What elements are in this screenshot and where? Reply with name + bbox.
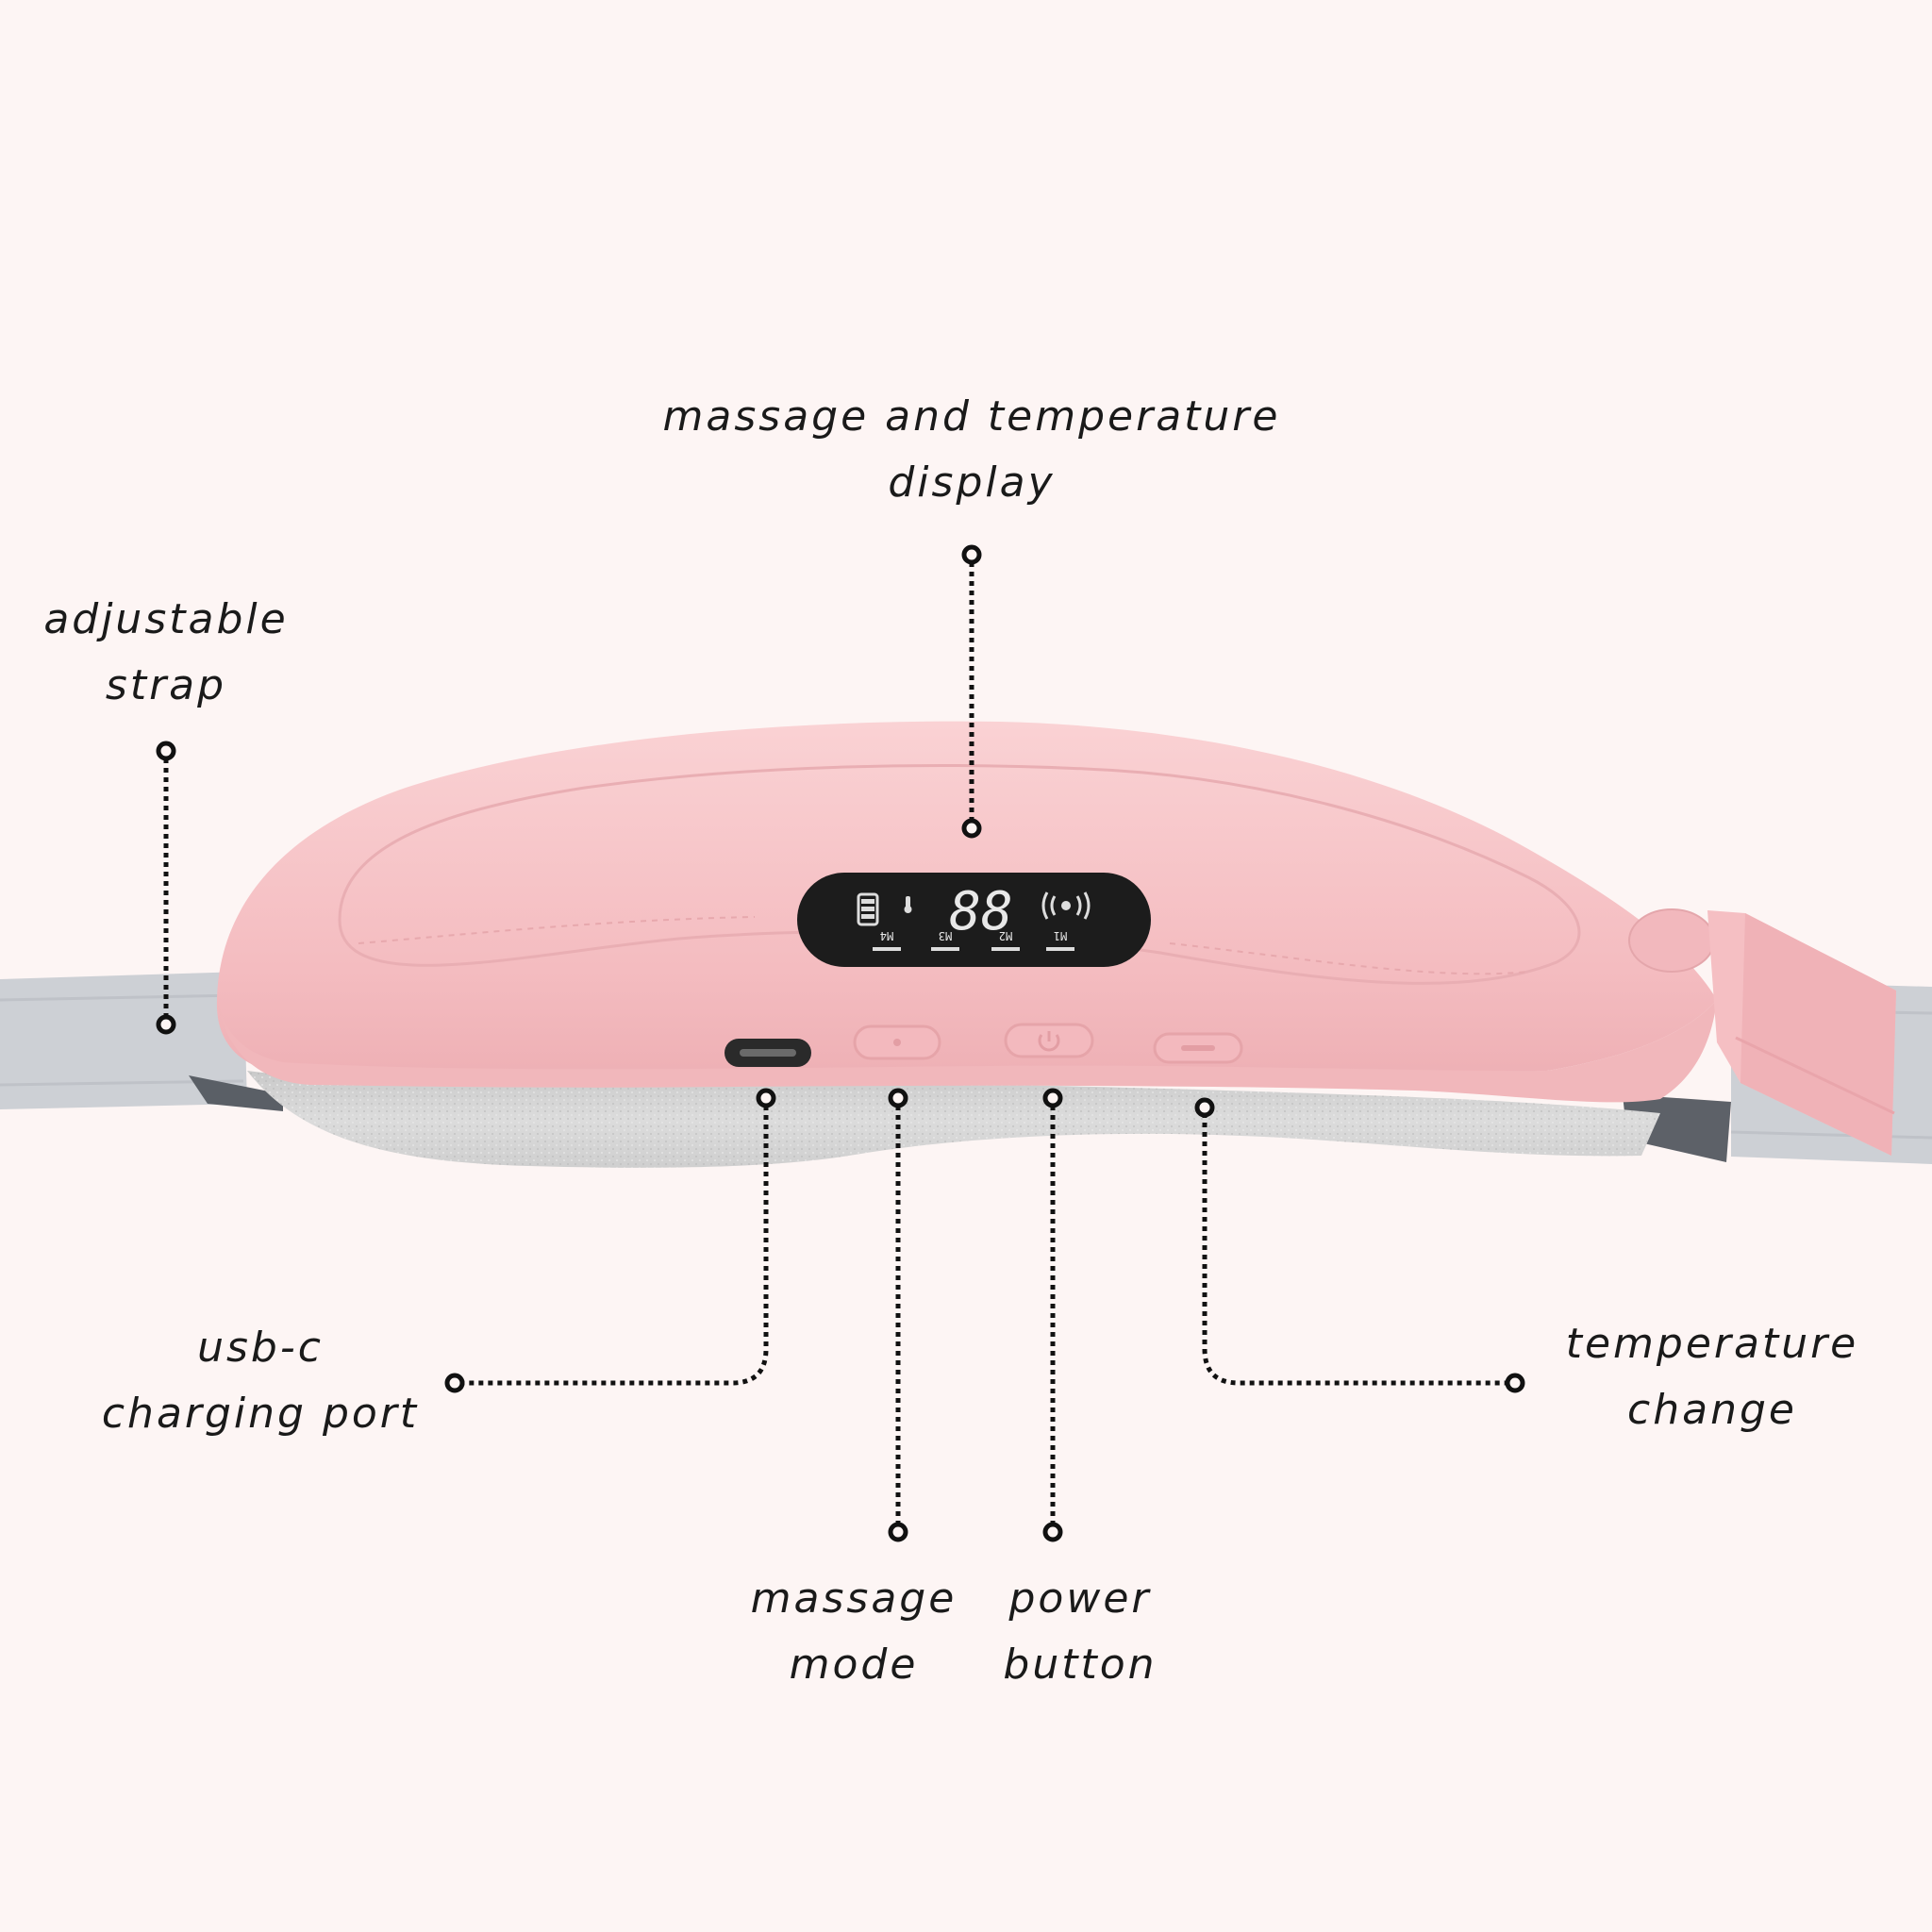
label-line: strap (105, 661, 227, 709)
power-button[interactable] (1004, 1023, 1094, 1058)
callout-dot (444, 1373, 465, 1393)
callout-dot (1505, 1373, 1525, 1393)
mode-label: M2 (999, 929, 1012, 942)
callout-dot (961, 544, 982, 565)
label-line: adjustable (43, 595, 289, 643)
label-line: display (888, 458, 1056, 507)
thermometer-icon (904, 896, 912, 913)
vibration-icon (1041, 891, 1091, 920)
callout-dot (756, 1088, 776, 1108)
felt-pad (247, 1071, 1660, 1168)
label-line: temperature (1565, 1320, 1859, 1368)
label-display: massage and temperature display (641, 384, 1302, 516)
label-line: button (1003, 1641, 1158, 1689)
mode-label: M4 (880, 929, 893, 942)
label-line: usb-c (197, 1324, 324, 1372)
label-massage-mode: massage mode (736, 1566, 972, 1698)
callout-dot (888, 1088, 908, 1108)
callout-dot (1194, 1097, 1215, 1118)
mode-indicators: M4 M3 M2 M1 (873, 929, 1074, 951)
label-line: power (1008, 1574, 1152, 1623)
lcd-display: 88 M4 M3 M2 M1 (797, 873, 1151, 967)
label-temperature: temperature change (1547, 1311, 1877, 1443)
label-line: charging port (101, 1390, 420, 1438)
mode-label: M3 (939, 929, 952, 942)
callout-dot (1042, 1522, 1063, 1542)
power-icon (1038, 1031, 1060, 1052)
label-line: massage and temperature (662, 392, 1281, 441)
callout-dot (156, 1014, 176, 1035)
callout-dot (961, 818, 982, 839)
label-strap: adjustable strap (25, 587, 308, 719)
callout-dot (888, 1522, 908, 1542)
lcd-digits: 88 (949, 881, 1012, 942)
label-line: massage (750, 1574, 958, 1623)
callout-line-temperature (1202, 1113, 1507, 1386)
battery-icon (857, 892, 879, 926)
callout-dot (156, 741, 176, 761)
label-line: mode (789, 1641, 919, 1689)
vibration-icon (893, 1039, 901, 1046)
temperature-button[interactable] (1153, 1032, 1243, 1064)
massage-mode-button[interactable] (853, 1024, 941, 1060)
usb-c-port[interactable] (724, 1039, 811, 1067)
callout-dot (1042, 1088, 1063, 1108)
left-strap (0, 972, 283, 1111)
mode-label: M1 (1054, 929, 1067, 942)
callout-dots (156, 544, 1525, 1542)
label-power: power button (972, 1566, 1189, 1698)
strap-buckle (1707, 910, 1896, 1156)
label-usb: usb-c charging port (91, 1315, 430, 1447)
thermometer-icon (1181, 1045, 1215, 1051)
label-line: change (1627, 1386, 1797, 1434)
callout-lines (163, 562, 1507, 1524)
